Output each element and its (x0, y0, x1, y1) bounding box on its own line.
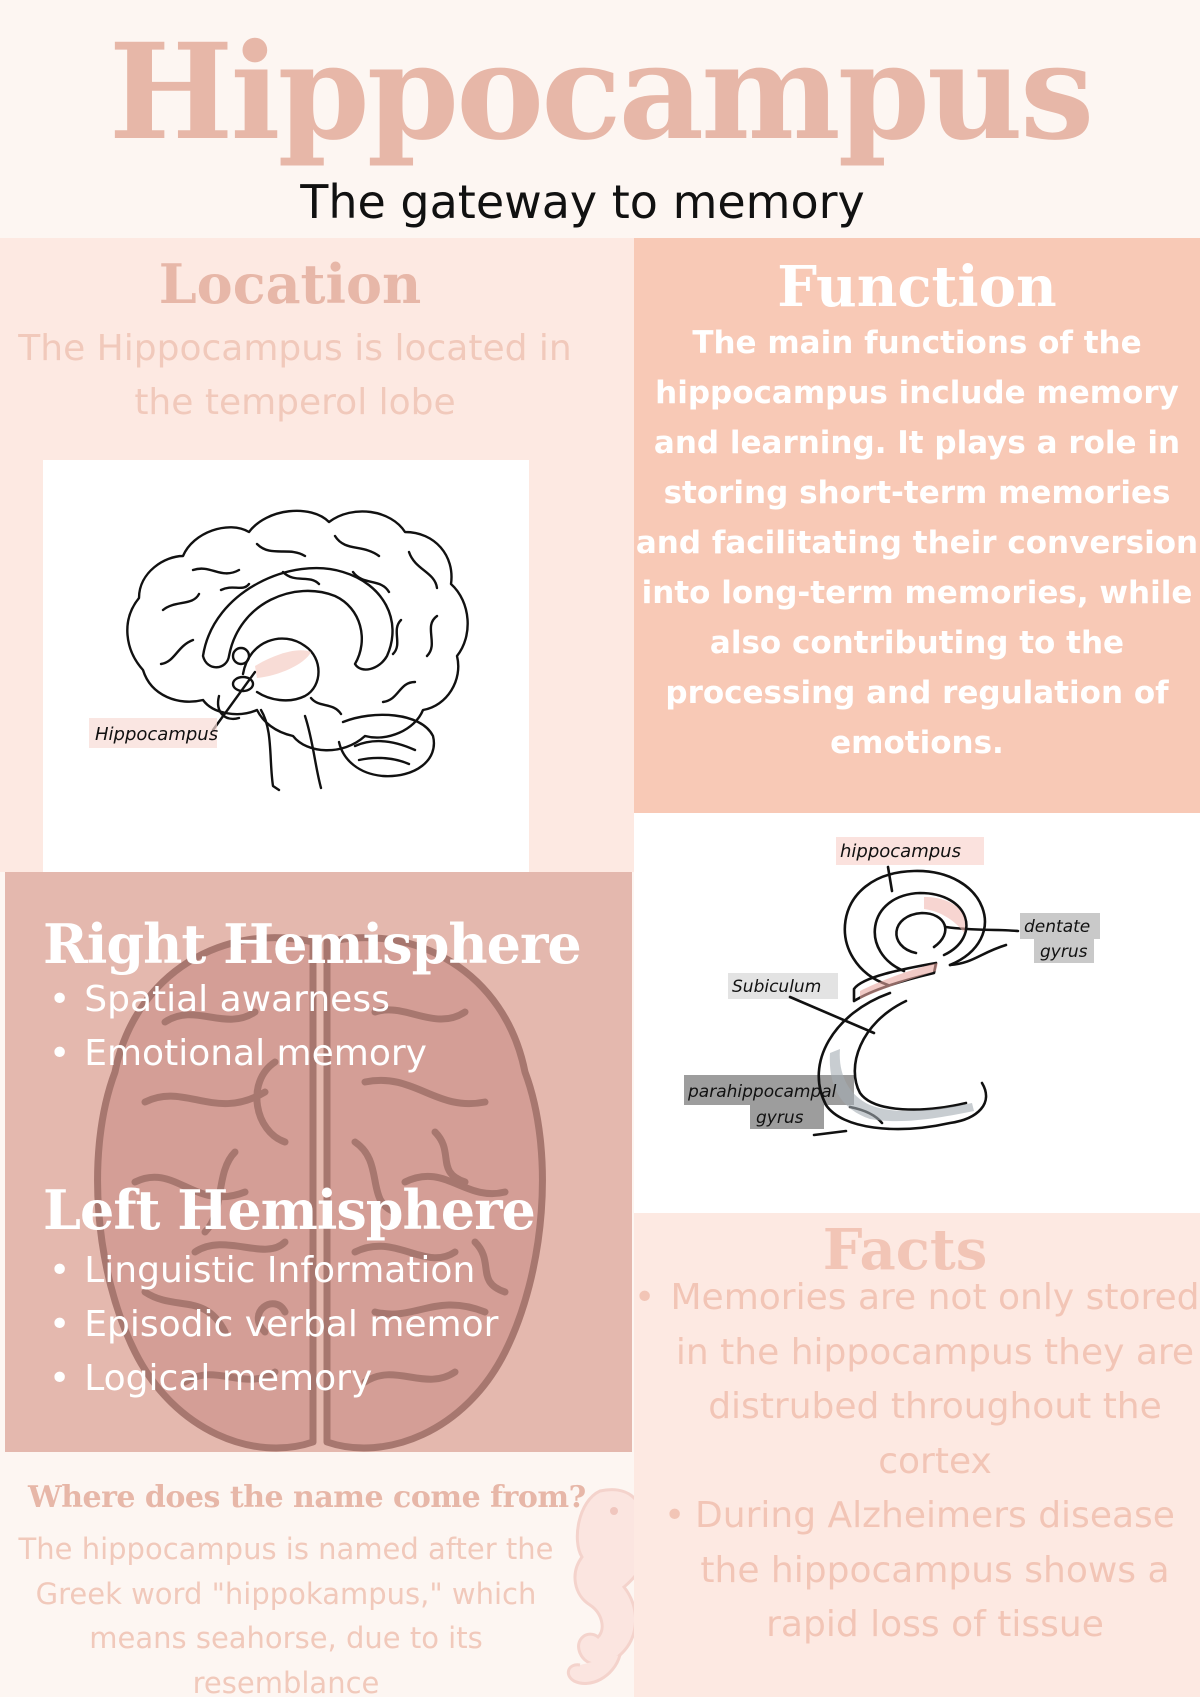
name-origin-panel: Where does the name come from? The hippo… (0, 1452, 634, 1697)
list-item: Linguistic Information (49, 1244, 498, 1298)
label-dentate-gyrus: gyrus (1040, 942, 1088, 962)
hemispheres-panel: Right Hemisphere Spatial awarness Emotio… (5, 872, 632, 1452)
list-item: Logical memory (49, 1352, 498, 1406)
fact-item: • Memories are not only stored in the hi… (634, 1271, 1200, 1489)
list-item: Emotional memory (49, 1027, 427, 1081)
fact-item: • During Alzheimers disease the hippocam… (634, 1489, 1200, 1653)
label-parahippocampal-gyrus: gyrus (756, 1108, 804, 1128)
hippocampus-diagram-icon: hippocampus dentate gyrus Subiculum para… (684, 837, 1100, 1137)
bullet-icon: • (634, 1277, 656, 1318)
facts-list: • Memories are not only stored in the hi… (634, 1271, 1200, 1653)
label-dentate: dentate (1024, 917, 1090, 937)
facts-heading: Facts (822, 1217, 988, 1283)
list-item: Episodic verbal memor (49, 1298, 498, 1352)
function-text: The main functions of the hippocampus in… (635, 325, 1199, 761)
label-parahippocampal: parahippocampal (687, 1082, 837, 1102)
seahorse-icon (566, 1488, 634, 1685)
fact-text: Memories are not only stored in the hipp… (670, 1277, 1200, 1482)
location-text: The Hippocampus is located in the temper… (18, 328, 572, 423)
name-origin-text: The hippocampus is named after the Greek… (18, 1532, 554, 1697)
list-item: Spatial awarness (49, 973, 427, 1027)
page-title: Hippocampus (108, 15, 1095, 170)
fact-text: During Alzheimers disease the hippocampu… (695, 1495, 1175, 1645)
right-hemisphere-list: Spatial awarness Emotional memory (49, 973, 427, 1081)
label-subiculum: Subiculum (732, 977, 821, 997)
facts-panel: Facts • Memories are not only stored in … (634, 1213, 1200, 1697)
name-origin-heading: Where does the name come from? (28, 1480, 586, 1515)
right-hemisphere-heading: Right Hemisphere (43, 912, 582, 976)
function-panel: Function The main functions of the hippo… (634, 238, 1200, 813)
sketch-hippocampus-label: Hippocampus (95, 724, 218, 745)
label-hippocampus: hippocampus (840, 841, 961, 862)
hippocampus-diagram-panel: hippocampus dentate gyrus Subiculum para… (634, 813, 1200, 1213)
brain-sagittal-icon: Hippocampus (89, 509, 469, 792)
page-subtitle: The gateway to memory (300, 175, 865, 229)
location-heading: Location (158, 252, 422, 316)
location-panel: Location The Hippocampus is located in t… (0, 238, 634, 872)
function-heading: Function (777, 254, 1057, 320)
bullet-icon: • (664, 1495, 686, 1536)
brain-sketch-image: Hippocampus (43, 460, 529, 872)
left-hemisphere-list: Linguistic Information Episodic verbal m… (49, 1244, 498, 1406)
left-hemisphere-heading: Left Hemisphere (43, 1178, 536, 1242)
